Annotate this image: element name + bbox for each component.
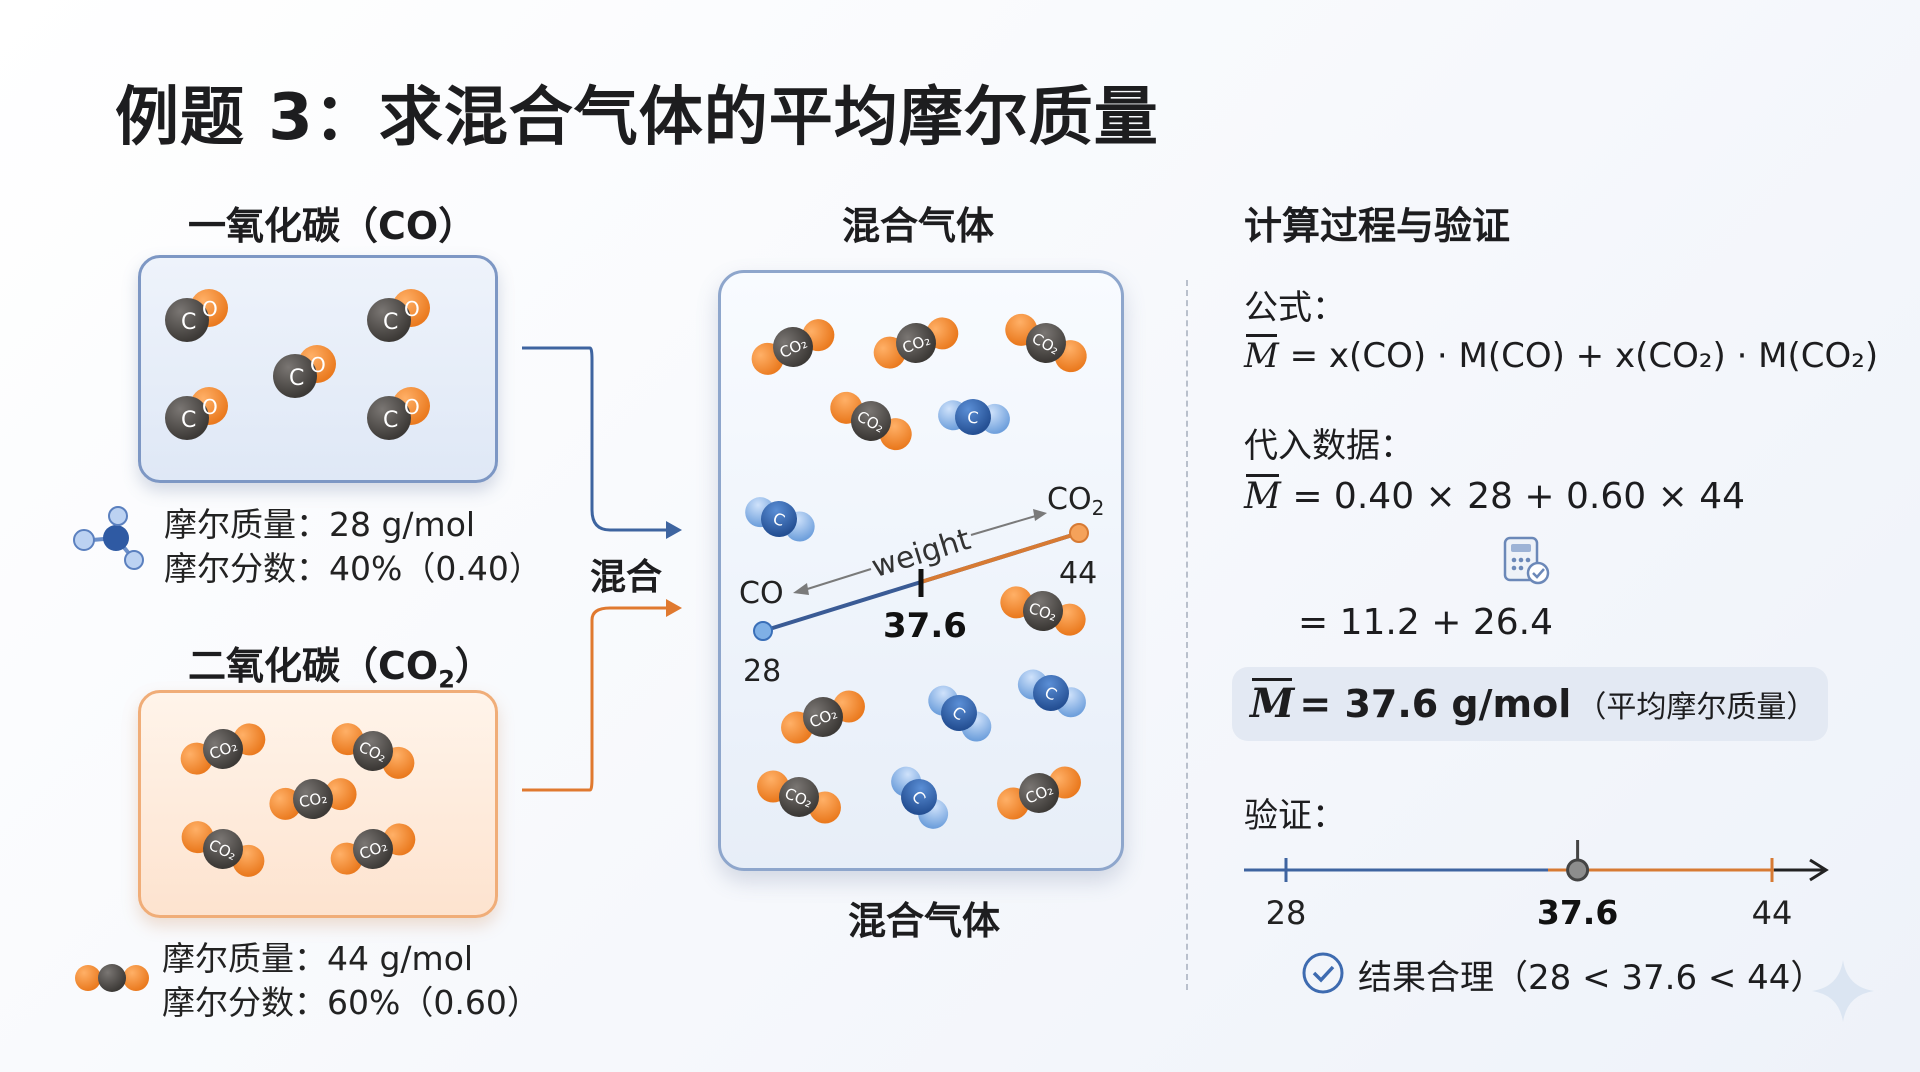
atom-o-label: O (202, 297, 218, 321)
co-molecule: CO (367, 387, 430, 440)
co-molecule-blue: C (1017, 669, 1086, 718)
co2-molecule-mixed: CO₂ (1005, 313, 1087, 373)
co-molecule-icon (73, 506, 144, 570)
co2-heading: 二氧化碳（CO2） (188, 644, 493, 694)
co2-mole-fraction: 摩尔分数：60%（0.60） (162, 983, 540, 1022)
co-molecule-blue: C (938, 399, 1010, 435)
formula-rhs: = x(CO) · M(CO) + x(CO₂) · M(CO₂) (1289, 336, 1879, 376)
result-note: （平均摩尔质量） (1576, 690, 1817, 725)
co2-molecule-mixed: CO₂ (751, 319, 835, 375)
mean-symbol: M (1244, 334, 1279, 376)
atom-o-label: O (404, 395, 420, 419)
mixture-heading: 混合气体 (842, 204, 995, 248)
section-divider (1186, 280, 1188, 990)
co2-molecule-mixed: CO₂ (830, 391, 912, 451)
co-molecule: CO (367, 289, 430, 342)
result: M = 37.6 g/mol （平均摩尔质量） (1250, 678, 1817, 727)
co2-molecule: CO₂ (330, 823, 416, 875)
check-circle-icon (1302, 952, 1344, 994)
atom-c-label: C (383, 408, 398, 433)
lever-left-label: CO (739, 576, 784, 611)
atom-c-label: C (181, 310, 196, 335)
atom-c-label: C (181, 408, 196, 433)
intermediate: = 11.2 + 26.4 (1298, 602, 1553, 643)
co-molecule-blue: C (745, 497, 815, 542)
lever-right-value: 44 (1059, 556, 1097, 591)
number-line-min-label: 28 (1266, 894, 1307, 932)
calc-heading: 计算过程与验证 (1244, 204, 1511, 248)
co-heading: 一氧化碳（CO） (188, 204, 477, 248)
number-line-max-label: 44 (1752, 894, 1793, 932)
verification-number-line: 28 37.6 44 (1244, 840, 1829, 932)
co2-molecule: CO₂ (180, 723, 266, 775)
mix-label: 混合 (590, 557, 663, 598)
co-molecule-blue: C (891, 766, 949, 829)
lever-right-label: CO2 (1047, 482, 1104, 520)
atom-c-label: C (383, 310, 398, 335)
co-molecule: CO (273, 345, 336, 398)
number-line-mean-label: 37.6 (1537, 893, 1618, 932)
lever-left-value: 28 (743, 654, 781, 689)
page-title: 例题 3：求混合气体的平均摩尔质量 (115, 81, 1159, 155)
mix-arrows (522, 346, 682, 792)
co-molar-mass: 摩尔质量：28 g/mol (164, 505, 476, 544)
lever-mean-value: 37.6 (883, 606, 967, 646)
atom-o-label: O (310, 353, 326, 377)
co2-molecule-mixed: CO₂ (1000, 586, 1086, 636)
substitute-label: 代入数据： (1244, 426, 1414, 466)
atom-o-label: O (404, 297, 420, 321)
co2-molecule: CO₂ (181, 821, 265, 877)
atom-c-label: C (289, 366, 304, 391)
formula-label: 公式： (1244, 288, 1346, 328)
co2-molecule: CO₂ (331, 723, 415, 779)
lever-point-co2 (1069, 523, 1089, 543)
sparkle-icon (1812, 960, 1874, 1022)
lever-line-co2 (920, 531, 1080, 584)
atom-c-label: C (967, 408, 980, 428)
co2-molecule-mixed: CO₂ (757, 770, 841, 824)
mixture-footer: 混合气体 (848, 899, 1001, 943)
co2-molecule-label: CO₂ (298, 789, 329, 812)
result-value: = 37.6 g/mol (1299, 682, 1572, 726)
co2-molecule: CO₂ (269, 778, 357, 820)
co2-molecule-mixed: CO₂ (781, 690, 865, 744)
verify-label: 验证： (1244, 796, 1346, 836)
co-molecule: CO (165, 289, 228, 342)
co-mole-fraction: 摩尔分数：40%（0.40） (164, 549, 542, 588)
result-symbol: M (1250, 678, 1295, 727)
substitution: M = 0.40 × 28 + 0.60 × 44 (1244, 474, 1746, 517)
co-molecule: CO (165, 387, 228, 440)
atom-o-label: O (202, 395, 218, 419)
co2-molar-mass: 摩尔质量：44 g/mol (162, 939, 474, 978)
calculator-icon (1503, 536, 1550, 585)
co2-molecule-mixed: CO₂ (873, 317, 959, 369)
result-box (1232, 667, 1828, 741)
co2-molecule-mixed: CO₂ (997, 766, 1081, 820)
co-molecule-blue: C (928, 685, 992, 742)
co2-molecule-icon (75, 964, 149, 992)
conclusion: 结果合理（28 < 37.6 < 44） (1358, 958, 1825, 998)
lever-point-co (753, 621, 773, 641)
formula: M = x(CO) · M(CO) + x(CO₂) · M(CO₂) (1244, 334, 1879, 376)
